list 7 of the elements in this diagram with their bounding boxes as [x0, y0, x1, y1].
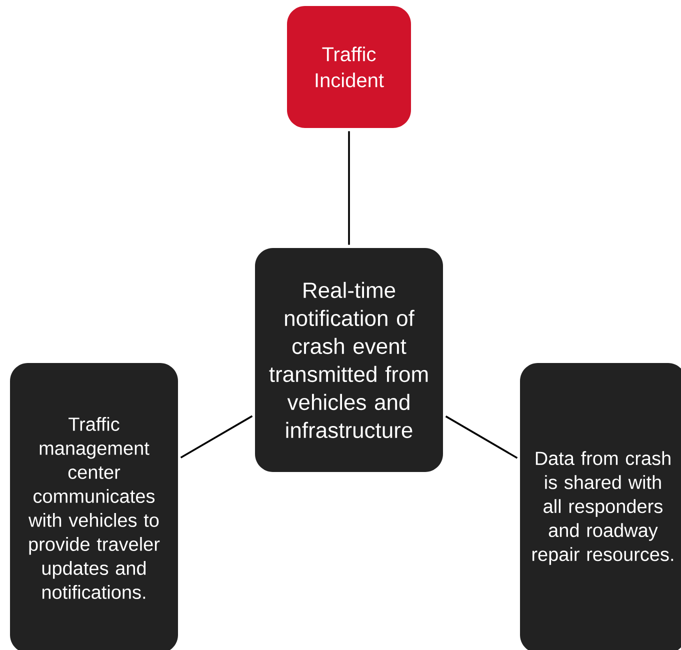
notification-box: Real-time notification of crash event transmitted from vehicles and infrastructure	[255, 248, 443, 472]
data-box: Data from crash is shared with all responders and roadway repair resources.	[520, 362, 681, 650]
connector-line	[180, 415, 253, 458]
connector-line	[445, 416, 518, 459]
connector-line	[348, 131, 350, 245]
incident-box: Traffic Incident	[287, 6, 411, 128]
management-box: Traffic management center communicates with vehicles to provide traveler updates and notifications.	[10, 362, 178, 650]
